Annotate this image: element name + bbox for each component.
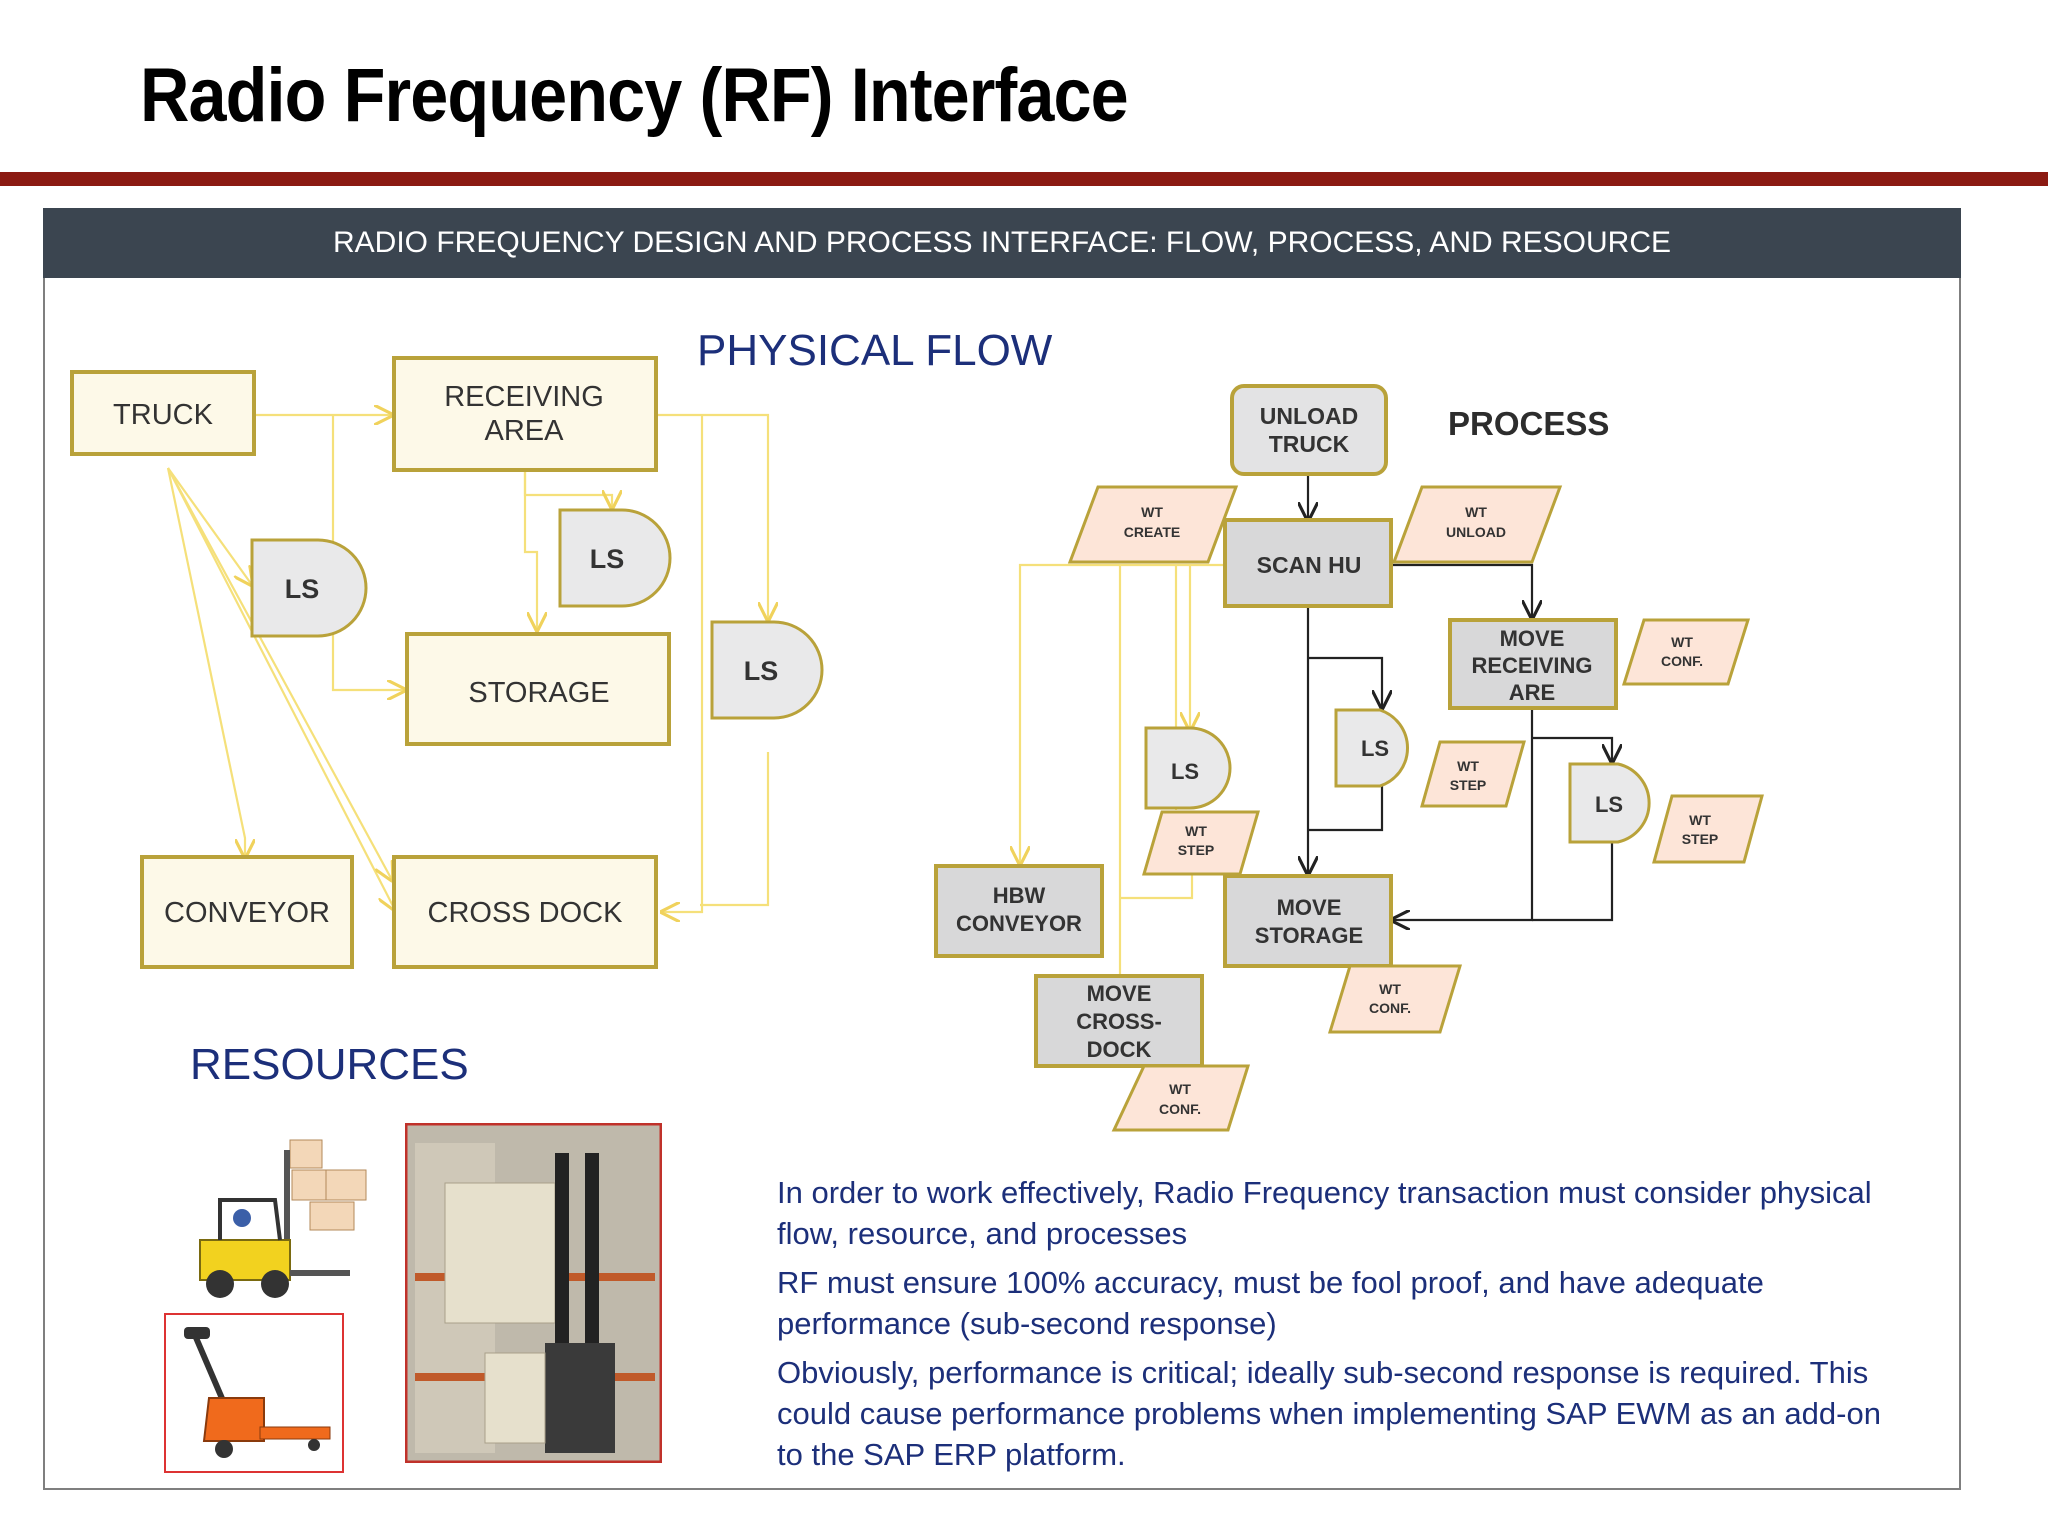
receiving-label-line1: RECEIVING	[444, 381, 604, 413]
wt-unload-tag: WT UNLOAD	[1391, 485, 1563, 564]
svg-text:STEP: STEP	[1450, 777, 1487, 793]
truck-label: TRUCK	[113, 399, 214, 431]
move-cross-dock-line2: CROSS-	[1076, 1009, 1162, 1034]
hbw-conveyor-box	[934, 864, 1104, 958]
process-flow-nodes: UNLOAD TRUCK SCAN HU MOVE RECEIVING ARE …	[934, 384, 1764, 1132]
receiving-area-box	[392, 356, 658, 472]
physical-flow-connectors	[166, 415, 768, 912]
hbw-conveyor-line1: HBW	[993, 883, 1046, 908]
svg-text:CONF.: CONF.	[1159, 1101, 1201, 1117]
move-receiving-line2: RECEIVING	[1471, 653, 1592, 678]
svg-text:WT: WT	[1185, 823, 1207, 839]
physical-flow-nodes: TRUCK RECEIVING AREA STORAGE CONVEYOR CR…	[70, 356, 824, 969]
note-2: RF must ensure 100% accuracy, must be fo…	[777, 1265, 1764, 1341]
process-ls-label-2: LS	[1361, 736, 1389, 761]
process-flow-black-connectors	[1308, 460, 1612, 920]
move-receiving-line3: ARE	[1509, 680, 1555, 705]
svg-text:WT: WT	[1457, 758, 1479, 774]
svg-text:WT: WT	[1689, 812, 1711, 828]
wt-step-tag-2: WT STEP	[1142, 810, 1260, 876]
svg-text:CONF.: CONF.	[1661, 653, 1703, 669]
scan-hu-label: SCAN HU	[1257, 552, 1362, 578]
storage-label: STORAGE	[468, 677, 609, 709]
note-3: Obviously, performance is critical; idea…	[777, 1355, 1881, 1472]
process-heading: PROCESS	[1448, 405, 1609, 442]
svg-text:WT: WT	[1465, 504, 1487, 520]
unload-truck-box	[1230, 384, 1388, 476]
cross-dock-box	[392, 855, 658, 969]
receiving-label-line2: AREA	[485, 415, 565, 447]
move-cross-dock-line3: DOCK	[1087, 1037, 1152, 1062]
conveyor-box	[140, 855, 354, 969]
note-1: In order to work effectively, Radio Freq…	[777, 1175, 1872, 1251]
ls-shape-1	[250, 538, 368, 638]
unload-truck-line1: UNLOAD	[1260, 403, 1358, 429]
ls-shape-3	[710, 620, 824, 720]
notes-text: In order to work effectively, Radio Freq…	[777, 1172, 1907, 1483]
panel-header: RADIO FREQUENCY DESIGN AND PROCESS INTER…	[43, 208, 1961, 278]
resources-heading: RESOURCES	[190, 1040, 469, 1089]
ls-label-2: LS	[590, 544, 625, 574]
move-receiving-box	[1448, 618, 1618, 710]
move-storage-line1: MOVE	[1277, 895, 1342, 920]
wt-step-tag-1: WT STEP	[1420, 740, 1526, 808]
process-ls-label-1: LS	[1171, 759, 1199, 784]
move-receiving-line1: MOVE	[1500, 626, 1565, 651]
move-storage-box	[1223, 874, 1393, 968]
process-ls-shape-2	[1334, 708, 1410, 788]
svg-text:WT: WT	[1671, 634, 1693, 650]
hbw-conveyor-line2: CONVEYOR	[956, 911, 1082, 936]
process-ls-label-3: LS	[1595, 792, 1623, 817]
wt-step-tag-3: WT STEP	[1652, 794, 1764, 864]
move-storage-line2: STORAGE	[1255, 923, 1363, 948]
move-cross-dock-line1: MOVE	[1087, 981, 1152, 1006]
ls-label-1: LS	[285, 574, 320, 604]
pallet-jack-image	[164, 1313, 344, 1473]
move-cross-dock-box	[1034, 974, 1204, 1068]
svg-text:UNLOAD: UNLOAD	[1446, 524, 1506, 540]
page-title: Radio Frequency (RF) Interface	[140, 53, 1129, 138]
svg-text:CONF.: CONF.	[1369, 1000, 1411, 1016]
svg-text:WT: WT	[1141, 504, 1163, 520]
svg-text:WT: WT	[1169, 1081, 1191, 1097]
title-divider	[0, 172, 2048, 186]
wt-create-tag: WT CREATE	[1067, 485, 1239, 564]
process-ls-shape-1	[1144, 726, 1232, 810]
wt-conf-tag-storage: WT CONF.	[1327, 964, 1463, 1034]
reach-truck-photo	[405, 1123, 662, 1463]
forklift-cartoon-image	[199, 1139, 367, 1298]
svg-text:CREATE: CREATE	[1124, 524, 1181, 540]
physical-flow-heading: PHYSICAL FLOW	[697, 326, 1053, 375]
ls-label-3: LS	[744, 656, 779, 686]
wt-conf-tag-receiving: WT CONF.	[1621, 618, 1751, 686]
svg-text:STEP: STEP	[1682, 831, 1719, 847]
svg-text:WT: WT	[1379, 981, 1401, 997]
unload-truck-line2: TRUCK	[1269, 431, 1350, 457]
storage-box	[405, 632, 671, 746]
ls-shape-2	[558, 508, 672, 608]
conveyor-label: CONVEYOR	[164, 897, 330, 929]
process-ls-shape-3	[1568, 762, 1651, 844]
cross-dock-label: CROSS DOCK	[428, 897, 624, 929]
scan-hu-box	[1223, 518, 1393, 608]
truck-box	[70, 370, 256, 456]
wt-conf-tag-cross-dock: WT CONF.	[1111, 1064, 1251, 1132]
svg-text:STEP: STEP	[1178, 842, 1215, 858]
